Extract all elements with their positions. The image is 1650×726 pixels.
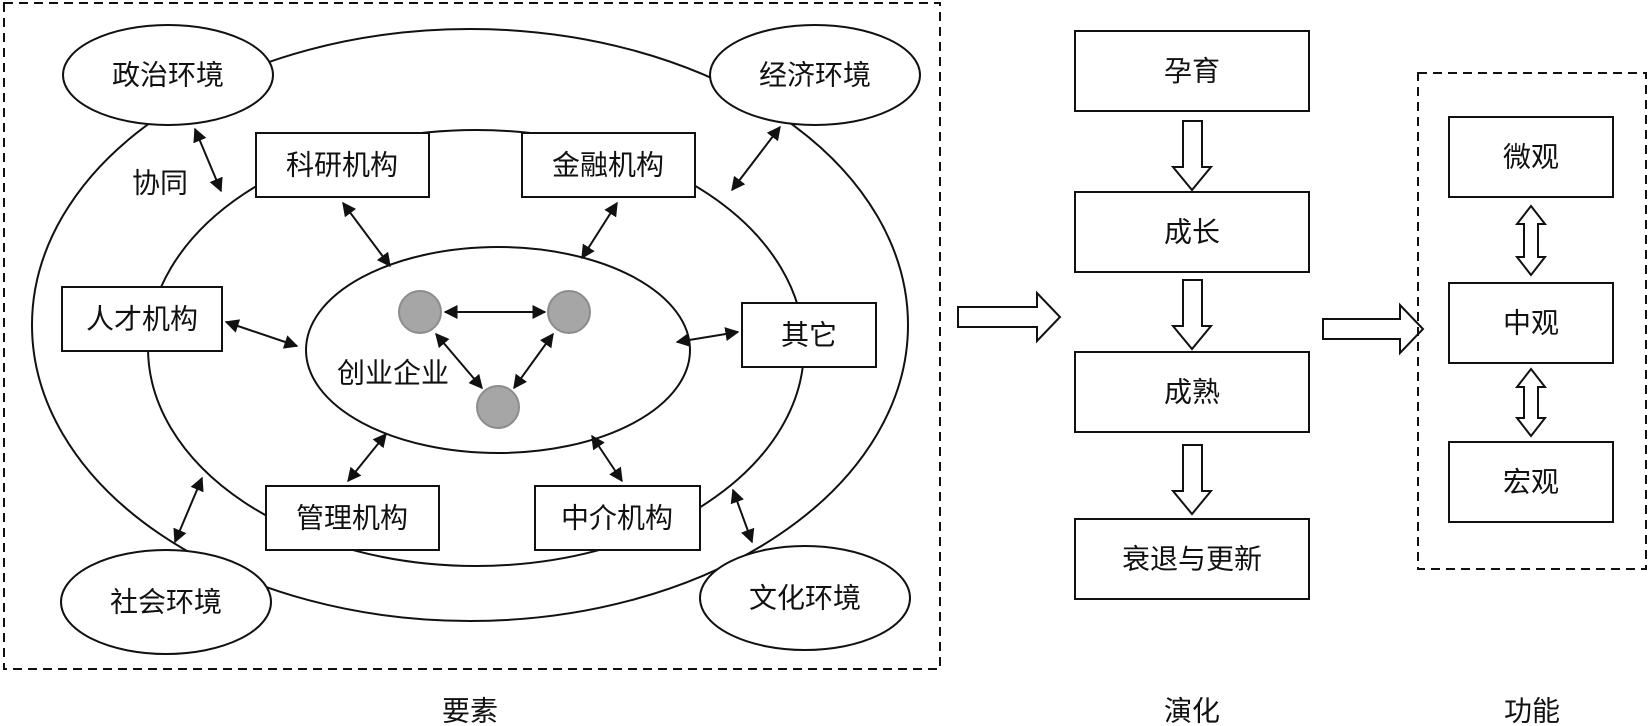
environment-cultural-label: 文化环境 — [749, 582, 861, 615]
management-core-arrow — [347, 432, 387, 483]
function-level-macro: 宏观 — [1448, 441, 1614, 523]
institution-finance: 金融机构 — [521, 132, 696, 198]
institution-other: 其它 — [741, 302, 877, 368]
elements-to-evolution-arrow — [957, 290, 1062, 344]
economic-synergy-arrow — [731, 125, 781, 192]
enterprise-node — [476, 385, 520, 429]
stage-label: 孕育 — [1164, 55, 1220, 88]
evolution-stage-gestation: 孕育 — [1074, 30, 1310, 112]
intermediary-core-arrow — [591, 434, 623, 483]
talent-core-arrow — [224, 319, 299, 349]
level-label: 中观 — [1503, 307, 1559, 340]
elements-caption: 要素 — [442, 695, 498, 726]
institution-talent-label: 人才机构 — [86, 303, 198, 336]
node-link-arrow — [513, 332, 554, 390]
level-label: 宏观 — [1503, 466, 1559, 499]
environment-political: 政治环境 — [62, 24, 274, 126]
evolution-to-function-arrow — [1322, 302, 1425, 356]
other-core-arrow — [675, 327, 740, 347]
enterprise-node — [547, 290, 591, 334]
finance-core-arrow — [581, 201, 618, 260]
environment-economic: 经济环境 — [709, 24, 921, 126]
environment-political-label: 政治环境 — [112, 59, 224, 92]
environment-social-label: 社会环境 — [110, 586, 222, 619]
cultural-synergy-arrow — [730, 488, 755, 544]
evolution-stage-growth: 成长 — [1074, 191, 1310, 273]
stage-transition-arrow — [1170, 120, 1214, 192]
evolution-stage-maturity: 成熟 — [1074, 351, 1310, 433]
core-label: 创业企业 — [337, 357, 449, 390]
stage-label: 衰退与更新 — [1122, 543, 1262, 576]
environment-economic-label: 经济环境 — [759, 59, 871, 92]
stage-transition-arrow — [1170, 279, 1214, 351]
enterprise-node — [398, 290, 442, 334]
function-caption: 功能 — [1504, 695, 1560, 726]
institution-intermediary: 中介机构 — [534, 485, 701, 551]
node-link-arrow — [435, 332, 483, 390]
stage-label: 成熟 — [1164, 376, 1220, 409]
stage-transition-arrow — [1170, 444, 1214, 516]
core-ellipse — [305, 246, 691, 454]
function-level-meso: 中观 — [1448, 282, 1614, 364]
institution-talent: 人才机构 — [61, 286, 223, 352]
function-panel-border — [1417, 72, 1647, 570]
environment-social: 社会环境 — [60, 549, 272, 655]
political-synergy-arrow — [193, 127, 223, 193]
institution-other-label: 其它 — [781, 319, 837, 352]
evolution-stage-decline-renewal: 衰退与更新 — [1074, 518, 1310, 600]
research-core-arrow — [342, 201, 391, 268]
institution-finance-label: 金融机构 — [552, 149, 664, 182]
institution-research: 科研机构 — [255, 132, 430, 198]
institution-research-label: 科研机构 — [286, 149, 398, 182]
outer-ring — [31, 28, 909, 622]
synergy-label: 协同 — [132, 167, 188, 200]
elements-panel-border — [3, 2, 941, 670]
level-label: 微观 — [1503, 141, 1559, 174]
institution-management: 管理机构 — [265, 485, 440, 551]
environment-cultural: 文化环境 — [699, 545, 911, 651]
function-level-micro: 微观 — [1448, 116, 1614, 198]
institution-intermediary-label: 中介机构 — [561, 502, 673, 535]
stage-label: 成长 — [1164, 216, 1220, 249]
level-link-arrow — [1514, 204, 1548, 277]
level-link-arrow — [1514, 367, 1548, 438]
institution-management-label: 管理机构 — [296, 502, 408, 535]
evolution-caption: 演化 — [1164, 695, 1220, 726]
social-synergy-arrow — [173, 476, 204, 544]
